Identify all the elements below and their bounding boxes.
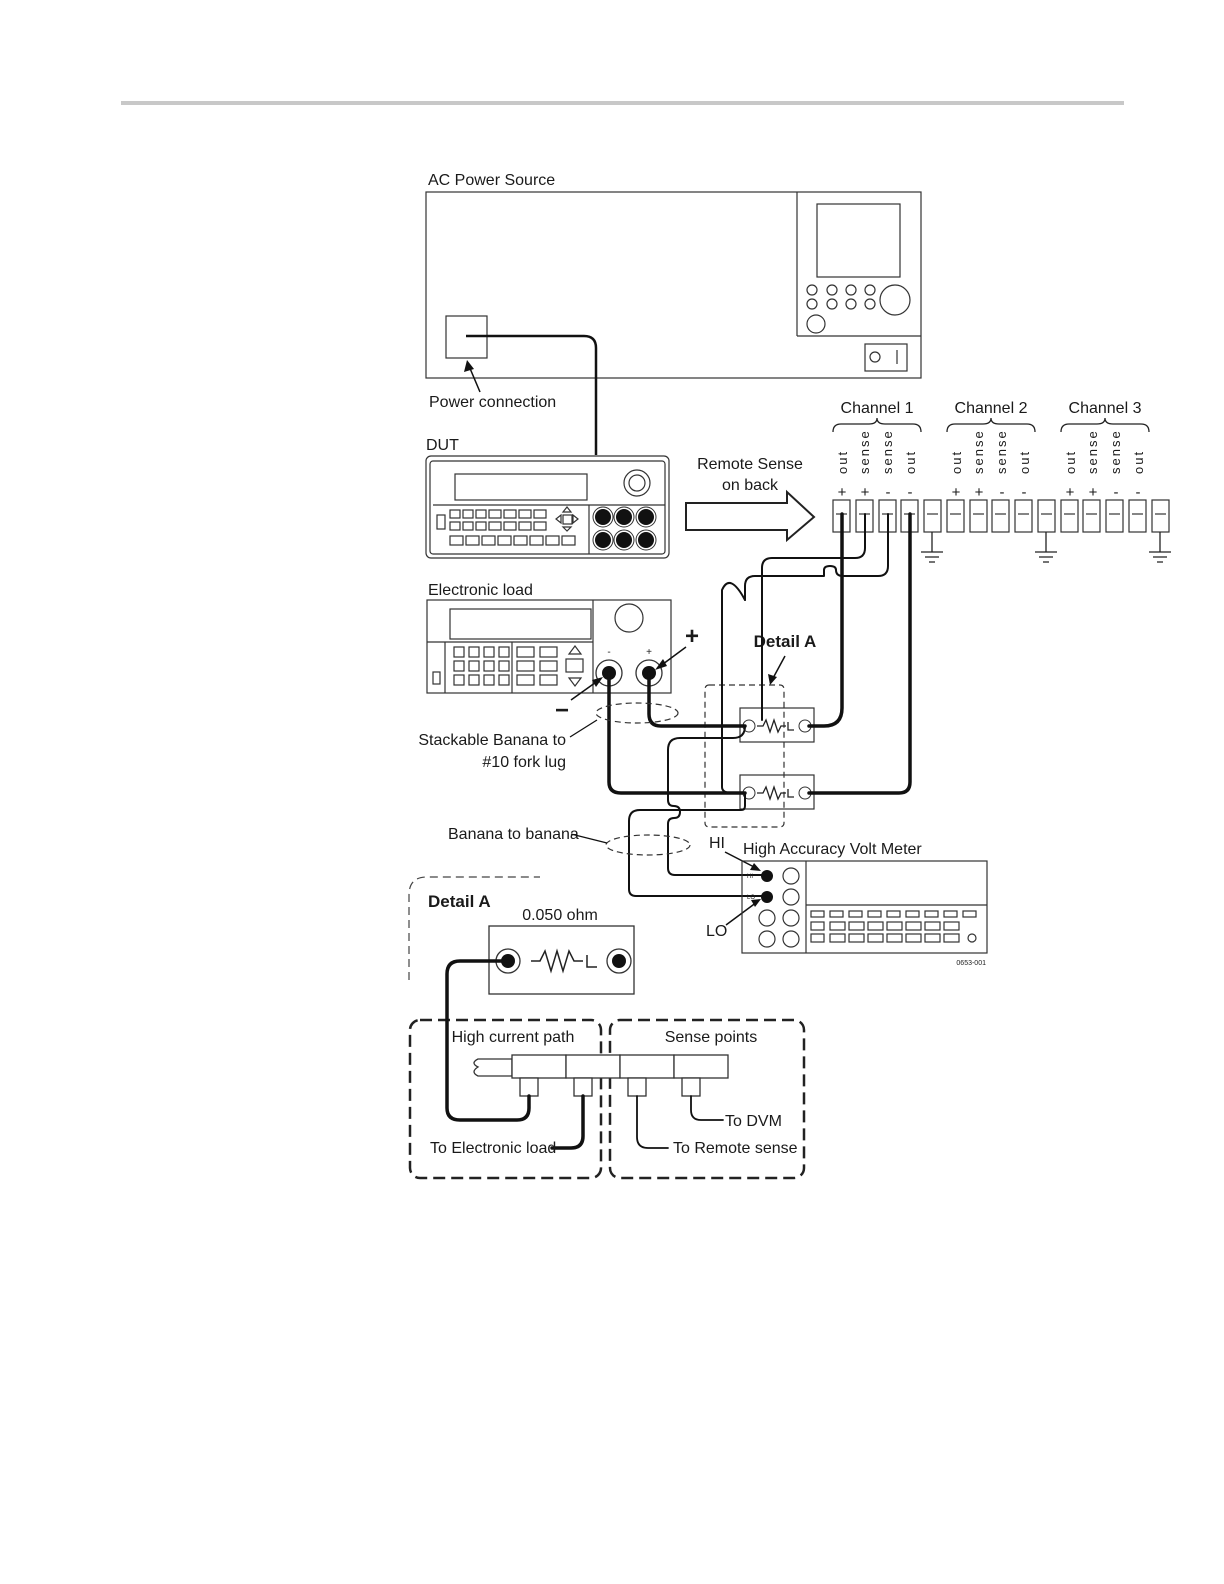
channel-1-label: Channel 1 <box>841 400 914 417</box>
terminal-label: sense <box>857 429 872 474</box>
channel-3-label: Channel 3 <box>1069 400 1142 417</box>
detail-a-frame <box>408 876 540 980</box>
minus-label: − <box>555 697 569 724</box>
dut-terminals <box>592 506 657 551</box>
terminal-label: sense <box>971 429 986 474</box>
high-current-path-label: High current path <box>452 1029 575 1046</box>
brace-icon <box>832 417 922 433</box>
hi-label: HI <box>709 835 725 852</box>
terminal-label: out <box>949 450 964 474</box>
terminal-sign: - <box>1136 484 1141 501</box>
brace-icon <box>946 417 1036 433</box>
stackable-label-2: #10 fork lug <box>482 754 566 771</box>
terminal-label: out <box>835 450 850 474</box>
shunt-resistor-bottom <box>739 774 815 810</box>
terminal-sign: - <box>1022 484 1027 501</box>
dut-label: DUT <box>426 437 459 454</box>
electronic-load-label: Electronic load <box>428 582 533 599</box>
load-terminals: - + <box>595 647 663 687</box>
power-connection-label: Power connection <box>429 394 556 411</box>
figure-id: 0653-001 <box>956 960 986 967</box>
right-arrow-icon <box>685 489 816 543</box>
channel-block: Channel 1 Channel 2 Channel 3 out sense … <box>832 400 1171 563</box>
terminal-sign: + <box>952 484 961 501</box>
terminal-sign: + <box>1066 484 1075 501</box>
remote-sense-label: Remote Sense <box>697 456 803 473</box>
shunt-resistor-detail <box>488 925 635 995</box>
to-electronic-load-label: To Electronic load <box>430 1140 556 1157</box>
terminal-label: out <box>1131 450 1146 474</box>
terminal-label: sense <box>1085 429 1100 474</box>
power-switch <box>864 343 908 372</box>
load-display <box>449 608 592 640</box>
electronic-load-instrument <box>426 599 672 694</box>
ground-icon <box>921 532 1171 563</box>
terminal-label: out <box>903 450 918 474</box>
power-cable <box>466 334 598 455</box>
resistor-value-label: 0.050 ohm <box>522 907 598 924</box>
terminal-label: sense <box>1108 429 1123 474</box>
plus-label: + <box>685 623 699 650</box>
header-rule <box>121 101 1124 105</box>
terminal-label: sense <box>994 429 1009 474</box>
sense-points-box <box>608 1018 806 1180</box>
terminal-sign: + <box>1089 484 1098 501</box>
remote-sense-label-2: on back <box>722 477 779 494</box>
volt-meter-label: High Accuracy Volt Meter <box>743 841 922 858</box>
detail-wires <box>445 959 724 1150</box>
terminal-sign: - <box>1000 484 1005 501</box>
banana-to-banana-label: Banana to banana <box>448 826 579 843</box>
brace-icon <box>1060 417 1150 433</box>
terminal-label: out <box>1063 450 1078 474</box>
channel-2-label: Channel 2 <box>955 400 1028 417</box>
dut-display <box>454 473 588 501</box>
terminal-sign: + <box>861 484 870 501</box>
wires <box>607 512 912 897</box>
to-remote-sense-label: To Remote sense <box>673 1140 798 1157</box>
display-screen <box>816 203 901 278</box>
dut-instrument <box>425 455 670 559</box>
ac-power-source: AC Power Source <box>425 172 922 379</box>
knob-icon <box>879 284 911 316</box>
ac-power-source-label: AC Power Source <box>428 172 555 189</box>
svg-text:LO: LO <box>747 895 755 901</box>
stacked-banana-plugs <box>473 1054 729 1097</box>
bundle-ellipse <box>605 834 691 856</box>
bundle-ellipse <box>595 702 679 724</box>
sense-points-label: Sense points <box>665 1029 758 1046</box>
high-current-path-box <box>408 1018 603 1180</box>
svg-text:+: + <box>646 647 652 658</box>
shunt-resistor-top <box>739 707 815 743</box>
detail-a-box <box>704 684 785 828</box>
terminal-sign: + <box>838 484 847 501</box>
terminal-sign: - <box>886 484 891 501</box>
svg-text:HI: HI <box>747 874 753 880</box>
lo-label: LO <box>706 923 727 940</box>
terminal-sign: - <box>1114 484 1119 501</box>
detail-a-title: Detail A <box>428 892 491 911</box>
detail-a-callout: Detail A <box>754 632 817 651</box>
volt-meter-instrument <box>741 860 988 954</box>
terminal-sign: - <box>908 484 913 501</box>
terminal-sign: + <box>975 484 984 501</box>
terminal-label: out <box>1017 450 1032 474</box>
svg-text:-: - <box>607 647 610 658</box>
to-dvm-label: To DVM <box>725 1113 782 1130</box>
stackable-label: Stackable Banana to <box>418 732 566 749</box>
terminal-label: sense <box>880 429 895 474</box>
